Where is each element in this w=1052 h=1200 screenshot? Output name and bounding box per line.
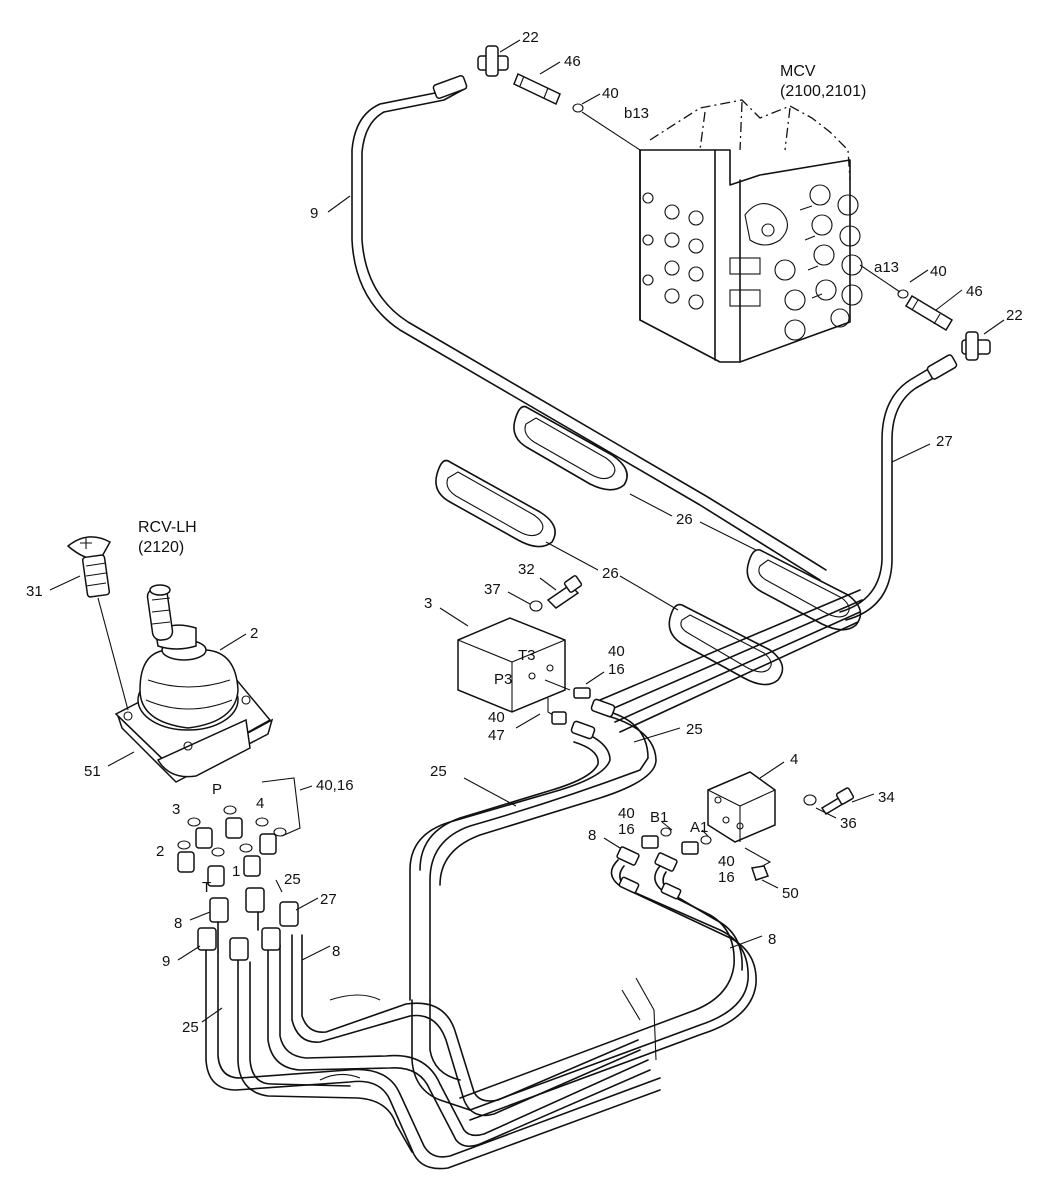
- band-26-mid-right: [746, 549, 862, 631]
- adapter-46-top: [513, 72, 561, 106]
- o-ring-b1: [660, 827, 672, 837]
- a13-leader: [859, 264, 901, 293]
- callout-46-top: 46: [564, 53, 581, 70]
- hose-9: [351, 75, 827, 581]
- callout-16-upper-pair: 16: [608, 661, 625, 678]
- callout-22-right: 22: [1006, 307, 1023, 324]
- rcv-codes: (2120): [138, 539, 184, 556]
- hose-25-group: [409, 698, 657, 1001]
- callout-47: 47: [488, 727, 505, 744]
- callout-27-upper: 27: [936, 433, 953, 450]
- fitting-16-a1: [681, 841, 699, 855]
- bolt-32: [546, 575, 583, 609]
- callout-16-b1: 16: [618, 821, 635, 838]
- callout-40-a1: 40: [718, 853, 735, 870]
- callout-leaders: [49, 39, 1005, 1023]
- mcv-valve-block: [639, 99, 863, 363]
- fitting-47: [551, 711, 567, 725]
- callout-31: 31: [26, 583, 43, 600]
- rcv-joystick: [114, 584, 274, 783]
- band-26-upper: [513, 405, 628, 491]
- port-label-p3: P3: [494, 671, 512, 688]
- hose-end-fittings: [197, 887, 299, 961]
- callout-40-right: 40: [930, 263, 947, 280]
- port-label-3: 3: [172, 801, 180, 818]
- o-ring-40-right: [897, 289, 909, 299]
- band-26-mid-left: [668, 603, 784, 686]
- callout-26-lower: 26: [602, 565, 619, 582]
- callout-2: 2: [250, 625, 258, 642]
- hose-8-right: [459, 846, 757, 1121]
- callout-40-lower-pair: 40: [488, 709, 505, 726]
- block-3: [457, 617, 566, 713]
- callout-40-top: 40: [602, 85, 619, 102]
- port-label-t: T: [202, 879, 211, 896]
- adapter-46-right: [904, 294, 954, 332]
- band-26-lower: [435, 459, 556, 548]
- port-label-p: P: [212, 781, 222, 798]
- callout-8-right: 8: [768, 931, 776, 948]
- port-label-b13: b13: [624, 105, 649, 122]
- callout-32: 32: [518, 561, 535, 578]
- callout-51: 51: [84, 763, 101, 780]
- port-label-b1: B1: [650, 809, 668, 826]
- port-label-2: 2: [156, 843, 164, 860]
- callout-8-left: 8: [174, 915, 182, 932]
- callout-3: 3: [424, 595, 432, 612]
- fitting-tee-22-top: [477, 45, 509, 77]
- block-4: [707, 771, 776, 843]
- mcv-title: MCV: [780, 63, 816, 80]
- plug-50: [751, 865, 769, 881]
- callout-9-upper: 9: [310, 205, 318, 222]
- port-label-a1: A1: [690, 819, 708, 836]
- port-label-t3: T3: [518, 647, 536, 664]
- callout-9-left: 9: [162, 953, 170, 970]
- bracket-40-16: [261, 777, 301, 837]
- callout-4: 4: [790, 751, 798, 768]
- callout-40-upper-pair: 40: [608, 643, 625, 660]
- rcv-port-fittings: [177, 805, 287, 887]
- port-label-a13: a13: [874, 259, 899, 276]
- callout-25-right: 25: [686, 721, 703, 738]
- fitting-16-top: [573, 687, 591, 699]
- callout-40-b1: 40: [618, 805, 635, 822]
- fitting-16-b1: [641, 835, 659, 849]
- hose-bundle-middle: [599, 589, 863, 733]
- callout-25-mid: 25: [430, 763, 447, 780]
- callout-16-a1: 16: [718, 869, 735, 886]
- bolt-34: [820, 787, 855, 816]
- callout-27-left: 27: [320, 891, 337, 908]
- b13-leader: [581, 111, 641, 151]
- callout-50: 50: [782, 885, 799, 902]
- callout-25-left: 25: [284, 871, 301, 888]
- callout-25-bottom: 25: [182, 1019, 199, 1036]
- washer-37: [529, 600, 543, 612]
- o-ring-40-top: [572, 103, 584, 113]
- callout-34: 34: [878, 789, 895, 806]
- rcv-title: RCV-LH: [138, 519, 197, 536]
- hose-bundle-lower: [205, 934, 661, 1170]
- callout-8-b1: 8: [588, 827, 596, 844]
- mcv-codes: (2100,2101): [780, 83, 866, 100]
- bolt-31: [66, 536, 129, 711]
- hose-27-right: [839, 354, 958, 621]
- callout-36: 36: [840, 815, 857, 832]
- callout-40-16-left: 40,16: [316, 777, 354, 794]
- callout-22-top: 22: [522, 29, 539, 46]
- o-ring-a1: [700, 835, 712, 845]
- callout-46-right: 46: [966, 283, 983, 300]
- port-label-1: 1: [232, 863, 240, 880]
- callout-37: 37: [484, 581, 501, 598]
- callout-26-upper: 26: [676, 511, 693, 528]
- fitting-tee-22-right: [961, 331, 991, 361]
- port-label-4: 4: [256, 795, 264, 812]
- washer-36: [803, 794, 817, 806]
- callout-8-mid: 8: [332, 943, 340, 960]
